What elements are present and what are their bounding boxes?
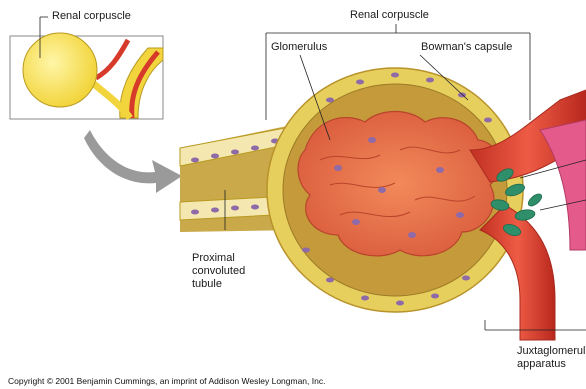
proximal-tubule-label: Proximal convoluted tubule (192, 252, 256, 291)
glomerulus-label: Glomerulus (271, 41, 327, 54)
bowmans-capsule-label: Bowman's capsule (421, 41, 512, 54)
inset-panel (10, 17, 163, 119)
inset-renal-corpuscle-label: Renal corpuscle (52, 10, 131, 23)
inset-corpuscle-ball (23, 33, 97, 107)
renal-corpuscle-label: Renal corpuscle (350, 9, 429, 22)
copyright-text: Copyright © 2001 Benjamin Cummings, an i… (8, 376, 325, 386)
curved-arrow-icon (84, 130, 182, 193)
juxtaglomerular-label: Juxtaglomerular apparatus (517, 345, 586, 371)
